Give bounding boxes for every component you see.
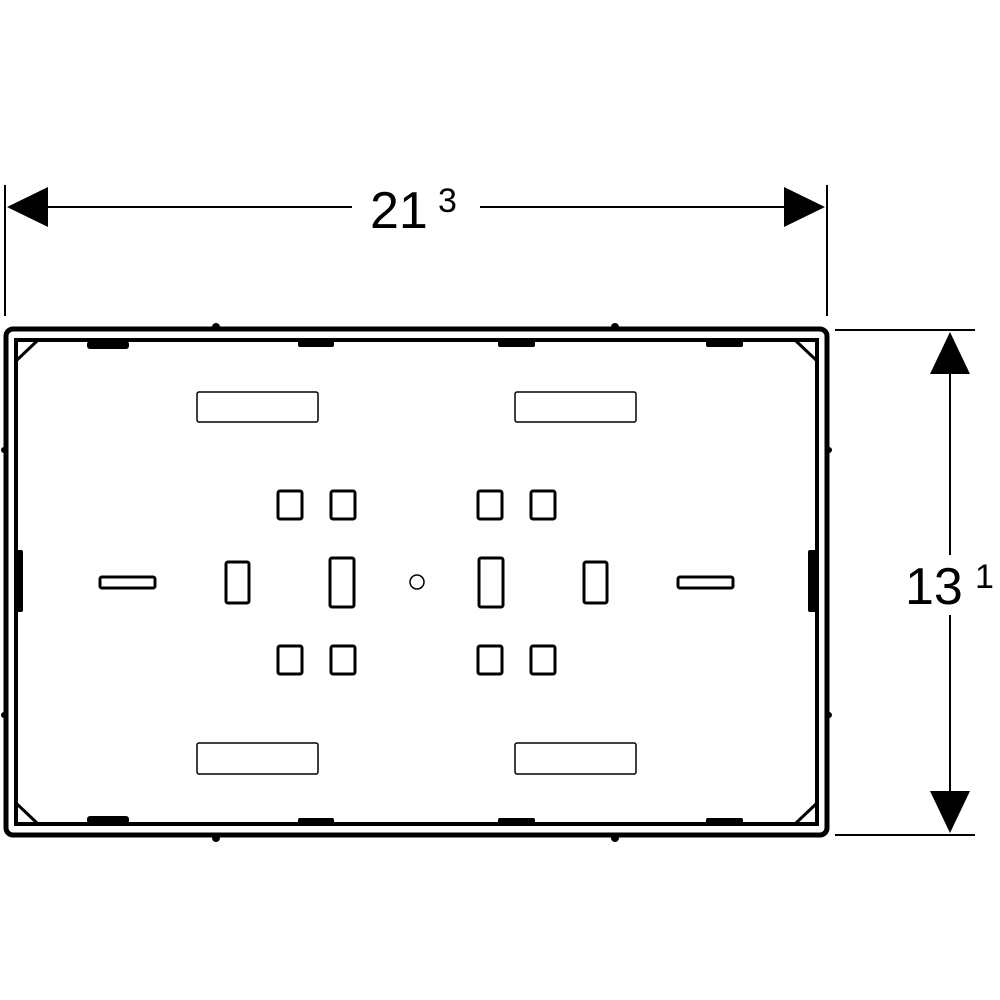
square-hole — [329, 489, 357, 521]
outer-frame — [3, 326, 830, 838]
height-label: 13 — [905, 558, 963, 616]
square-hole — [476, 489, 504, 521]
clip — [706, 818, 743, 824]
rect-hole — [328, 556, 356, 609]
rect-hole — [224, 560, 251, 605]
bar-slot-right — [676, 575, 735, 590]
dot — [826, 447, 832, 453]
width-dimension — [4, 185, 828, 316]
center-hole-icon — [409, 574, 425, 590]
dot — [1, 712, 7, 718]
clip — [706, 341, 743, 347]
clip — [498, 818, 535, 824]
arrowhead-down-icon — [930, 791, 970, 833]
height-dimension — [835, 329, 975, 836]
mounting-frame — [3, 326, 830, 838]
holes — [98, 489, 735, 676]
corner-braces — [15, 339, 818, 825]
width-superscript: 3 — [438, 182, 457, 220]
clip — [298, 341, 334, 347]
slot — [514, 742, 637, 775]
bar-slot-left — [98, 575, 157, 590]
square-hole — [276, 489, 304, 521]
arrowhead-right-icon — [784, 187, 825, 227]
clip — [87, 816, 129, 824]
height-superscript: 1 — [975, 558, 994, 596]
square-hole — [529, 489, 557, 521]
side-clip-left — [14, 550, 23, 612]
dot — [826, 712, 832, 718]
width-label: 21 — [370, 182, 428, 240]
clip — [87, 341, 129, 349]
dot — [611, 834, 619, 842]
dot — [212, 834, 220, 842]
slots — [196, 391, 637, 775]
dot — [212, 323, 220, 331]
dot — [611, 323, 619, 331]
clip — [298, 818, 334, 824]
rect-hole — [582, 560, 609, 605]
inner-frame — [14, 338, 819, 826]
side-clip-right — [808, 550, 817, 612]
clip — [498, 341, 535, 347]
square-hole — [276, 644, 304, 676]
square-hole — [529, 644, 557, 676]
rect-hole — [477, 556, 505, 609]
arrowhead-up-icon — [930, 332, 970, 374]
slot — [196, 742, 319, 775]
slot — [196, 391, 319, 423]
square-hole — [329, 644, 357, 676]
dot — [1, 447, 7, 453]
clips — [1, 323, 832, 842]
arrowhead-left-icon — [7, 187, 48, 227]
square-hole — [476, 644, 504, 676]
slot — [514, 391, 637, 423]
